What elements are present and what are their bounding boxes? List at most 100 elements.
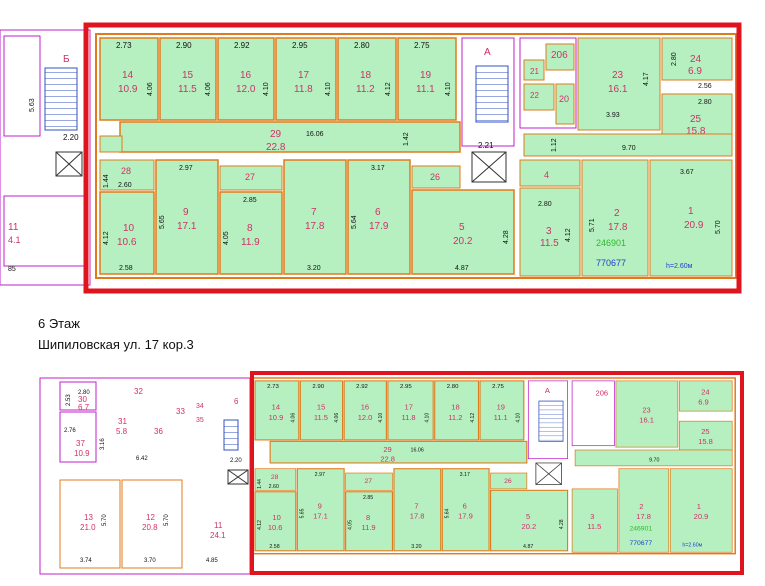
upper-room-19-area: 11.1	[416, 84, 435, 95]
svg-text:9.70: 9.70	[622, 145, 636, 152]
lower-room-19-side: 4.10	[515, 413, 521, 423]
upper-room-19-dim: 2.75	[414, 41, 430, 50]
svg-text:6: 6	[234, 397, 239, 406]
upper-room-16-num: 16	[240, 70, 252, 81]
upper-room-17-dim: 2.95	[292, 41, 308, 50]
lower-room-9-side: 5.65	[299, 508, 305, 518]
svg-text:5.71: 5.71	[589, 218, 596, 232]
lower-room_3-area: 11.5	[587, 522, 601, 531]
upper-room-15-dim: 2.90	[176, 41, 192, 50]
room-23	[577, 37, 661, 131]
code-green: 246901	[596, 238, 626, 248]
lower-room-15-side: 4.06	[334, 413, 340, 423]
svg-text:6.7: 6.7	[78, 403, 90, 412]
upper-room-6-num: 6	[375, 207, 381, 218]
svg-text:12: 12	[146, 513, 155, 522]
upper-room-8-num: 8	[247, 223, 253, 234]
highlight-frame-upper	[83, 22, 742, 294]
upper-room-9-side: 5.65	[159, 215, 166, 229]
lower-room-27-num: 27	[364, 478, 372, 485]
upper-room-17-area: 11.8	[294, 84, 313, 95]
upper-room-5	[411, 189, 515, 275]
ceiling-height: h=2.60м	[666, 263, 693, 270]
lower-room-10-num: 10	[272, 513, 280, 522]
lower-corridor-29	[269, 440, 528, 464]
lower-room-15-num: 15	[317, 403, 325, 412]
upper-room-5-side: 4.28	[503, 230, 510, 244]
upper-room-5-dim: 4.87	[455, 265, 469, 272]
svg-text:2.56: 2.56	[698, 83, 712, 90]
upper-room-19-num: 19	[420, 70, 432, 81]
lower-room_24-num: 24	[701, 388, 709, 397]
svg-text:3.67: 3.67	[680, 169, 694, 176]
svg-text:33: 33	[176, 407, 185, 416]
svg-text:35: 35	[196, 417, 204, 424]
room-1	[649, 159, 733, 277]
upper-room-26	[411, 165, 461, 189]
upper-room-8-side: 4.05	[223, 231, 230, 245]
lower-room-5	[490, 489, 569, 552]
upper-room-27	[219, 165, 283, 191]
lower-room-26	[490, 472, 528, 490]
svg-text:24: 24	[690, 54, 702, 65]
lower-corridor-num: 29	[383, 445, 391, 454]
svg-text:24.1: 24.1	[210, 531, 226, 540]
lower-room-17-side: 4.10	[425, 413, 431, 423]
room-25	[661, 93, 733, 135]
lower-room-6	[441, 468, 490, 552]
upper-room-8-dim: 2.85	[243, 197, 257, 204]
svg-text:2.76: 2.76	[64, 428, 76, 434]
svg-text:31: 31	[118, 417, 127, 426]
lower-room-15-dim: 2.90	[312, 384, 324, 390]
lower-room-8-side: 4.05	[348, 520, 354, 530]
lower-room-8-num: 8	[366, 513, 370, 522]
svg-text:20.9: 20.9	[684, 220, 704, 231]
stair-b-label: Б	[63, 54, 70, 65]
room-24	[661, 37, 733, 81]
svg-text:23: 23	[612, 70, 624, 81]
upper-room-16-side: 4.10	[263, 82, 270, 96]
svg-text:32: 32	[134, 387, 143, 396]
svg-text:21: 21	[530, 67, 539, 76]
svg-text:11.5: 11.5	[540, 238, 559, 249]
lower-room_23-area: 16.1	[639, 416, 654, 425]
lower-room-17-area: 11.8	[401, 413, 415, 422]
upper-room-7-num: 7	[311, 207, 317, 218]
svg-text:4.12: 4.12	[565, 228, 572, 242]
lower-hall-width: 9.70	[649, 458, 659, 464]
upper-room-28-side: 1.44	[103, 174, 110, 188]
upper-room-16	[217, 37, 275, 121]
svg-text:15.8: 15.8	[686, 126, 706, 137]
upper-room-14-dim: 2.73	[116, 41, 132, 50]
lower-ceiling: h=2.60м	[682, 543, 702, 549]
lower-room_25-area: 15.8	[698, 437, 713, 446]
svg-text:3.93: 3.93	[606, 112, 620, 119]
room-3	[519, 187, 581, 277]
upper-room-18-side: 4.12	[385, 82, 392, 96]
lower-room-3	[571, 488, 618, 553]
upper-room-19	[397, 37, 457, 121]
lower-room_2-num: 2	[639, 502, 643, 511]
lower-room-10-area: 10.6	[268, 523, 283, 532]
svg-text:2.80: 2.80	[698, 99, 712, 106]
upper-room-6-area: 17.9	[369, 221, 389, 232]
lower-room-7-num: 7	[414, 501, 418, 510]
upper-room-6-dim: 3.17	[371, 165, 385, 172]
svg-text:10.9: 10.9	[74, 449, 90, 458]
upper-room-7-dim: 3.20	[307, 265, 321, 272]
lower-room-10-dim: 2.58	[269, 544, 279, 550]
lower-room-19	[479, 380, 525, 441]
svg-text:36: 36	[154, 427, 163, 436]
lower-room-5-num: 5	[526, 512, 530, 521]
svg-text:5.70: 5.70	[164, 514, 170, 526]
svg-text:1: 1	[688, 206, 694, 217]
upper-room-9-num: 9	[183, 207, 189, 218]
lower-room-10-side: 4.12	[257, 520, 263, 530]
svg-text:1.12: 1.12	[551, 138, 558, 152]
lower-corridor-length: 16.06	[411, 448, 424, 454]
upper-room-6-side: 5.64	[351, 215, 358, 229]
upper-room-5-num: 5	[459, 222, 465, 233]
upper-room-14-side: 4.06	[147, 82, 154, 96]
